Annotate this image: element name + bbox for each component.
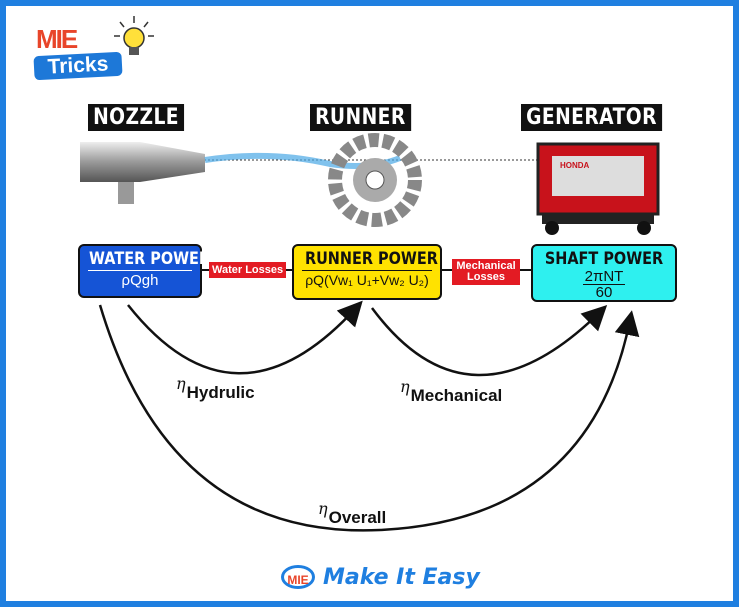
runner-label: RUNNER bbox=[310, 104, 411, 131]
water-power-box: WATER POWER ρQgh bbox=[78, 244, 211, 298]
nozzle-icon bbox=[80, 142, 205, 204]
eta-symbol: η bbox=[176, 374, 186, 393]
footer-logo: MIE bbox=[281, 565, 315, 589]
mie-tricks-logo: MIE Tricks bbox=[32, 14, 154, 84]
overall-arc bbox=[98, 304, 640, 532]
equipment-illustration: HONDA bbox=[80, 133, 660, 235]
shaft-power-box: SHAFT POWER 2πNT 60 bbox=[531, 244, 677, 302]
mechanical-losses-line2: Losses bbox=[467, 271, 505, 283]
generator-icon: HONDA bbox=[536, 142, 660, 235]
overall-text: Overall bbox=[328, 508, 387, 527]
water-power-title: WATER POWER bbox=[89, 249, 211, 269]
mechanical-losses-label: Mechanical Losses bbox=[452, 259, 520, 285]
hydraulic-arc bbox=[127, 300, 363, 375]
hydraulic-text: Hydrulic bbox=[186, 383, 255, 402]
runner-power-box: RUNNER POWER ρQ(Vw₁ U₁+Vw₂ U₂) bbox=[292, 244, 442, 300]
shaft-power-denominator: 60 bbox=[595, 284, 613, 301]
runner-power-title: RUNNER POWER bbox=[304, 249, 438, 269]
hydraulic-efficiency-label: ηHydrulic bbox=[176, 374, 255, 403]
water-power-formula: ρQgh bbox=[121, 272, 159, 289]
mechanical-losses-line1: Mechanical bbox=[456, 260, 516, 272]
generator-label: GENERATOR bbox=[521, 104, 663, 131]
generator-brand: HONDA bbox=[560, 161, 590, 170]
shaft-power-title: SHAFT POWER bbox=[544, 249, 664, 269]
eta-symbol: η bbox=[318, 499, 328, 518]
logo-top-text: MIE bbox=[36, 24, 78, 54]
mechanical-arc bbox=[370, 304, 608, 377]
mechanical-text: Mechanical bbox=[410, 386, 503, 405]
pelton-runner-icon bbox=[328, 133, 422, 227]
water-losses-label: Water Losses bbox=[209, 262, 287, 278]
nozzle-label: NOZZLE bbox=[88, 104, 185, 131]
footer-text: Make It Easy bbox=[323, 564, 480, 590]
shaft-power-numerator: 2πNT bbox=[584, 268, 624, 285]
bulb-icon bbox=[114, 16, 154, 55]
eta-symbol: η bbox=[400, 377, 410, 396]
runner-power-formula: ρQ(Vw₁ U₁+Vw₂ U₂) bbox=[305, 272, 429, 288]
footer-brand: MIE Make It Easy bbox=[281, 562, 480, 592]
mechanical-efficiency-label: ηMechanical bbox=[400, 377, 503, 406]
overall-efficiency-label: ηOverall bbox=[318, 499, 387, 528]
